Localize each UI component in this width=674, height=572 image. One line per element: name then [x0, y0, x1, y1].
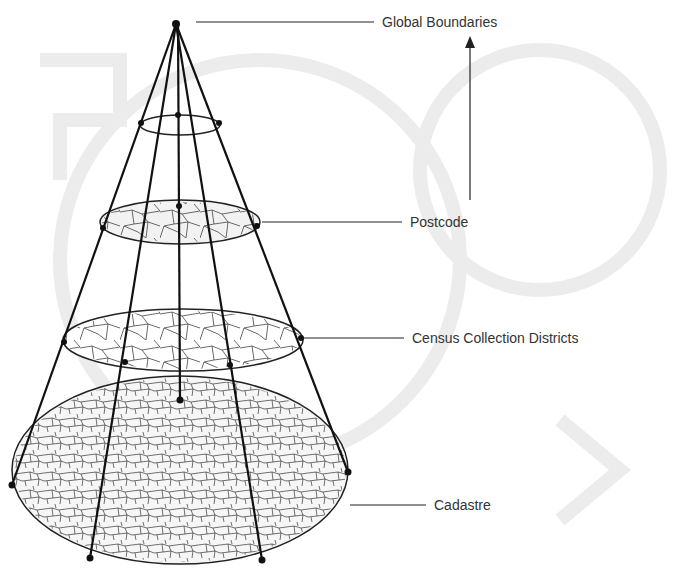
- level-label: Census Collection Districts: [412, 329, 579, 347]
- level-label: Global Boundaries: [382, 13, 497, 31]
- level-label: Cadastre: [434, 496, 491, 514]
- level-label: Postcode: [410, 213, 468, 231]
